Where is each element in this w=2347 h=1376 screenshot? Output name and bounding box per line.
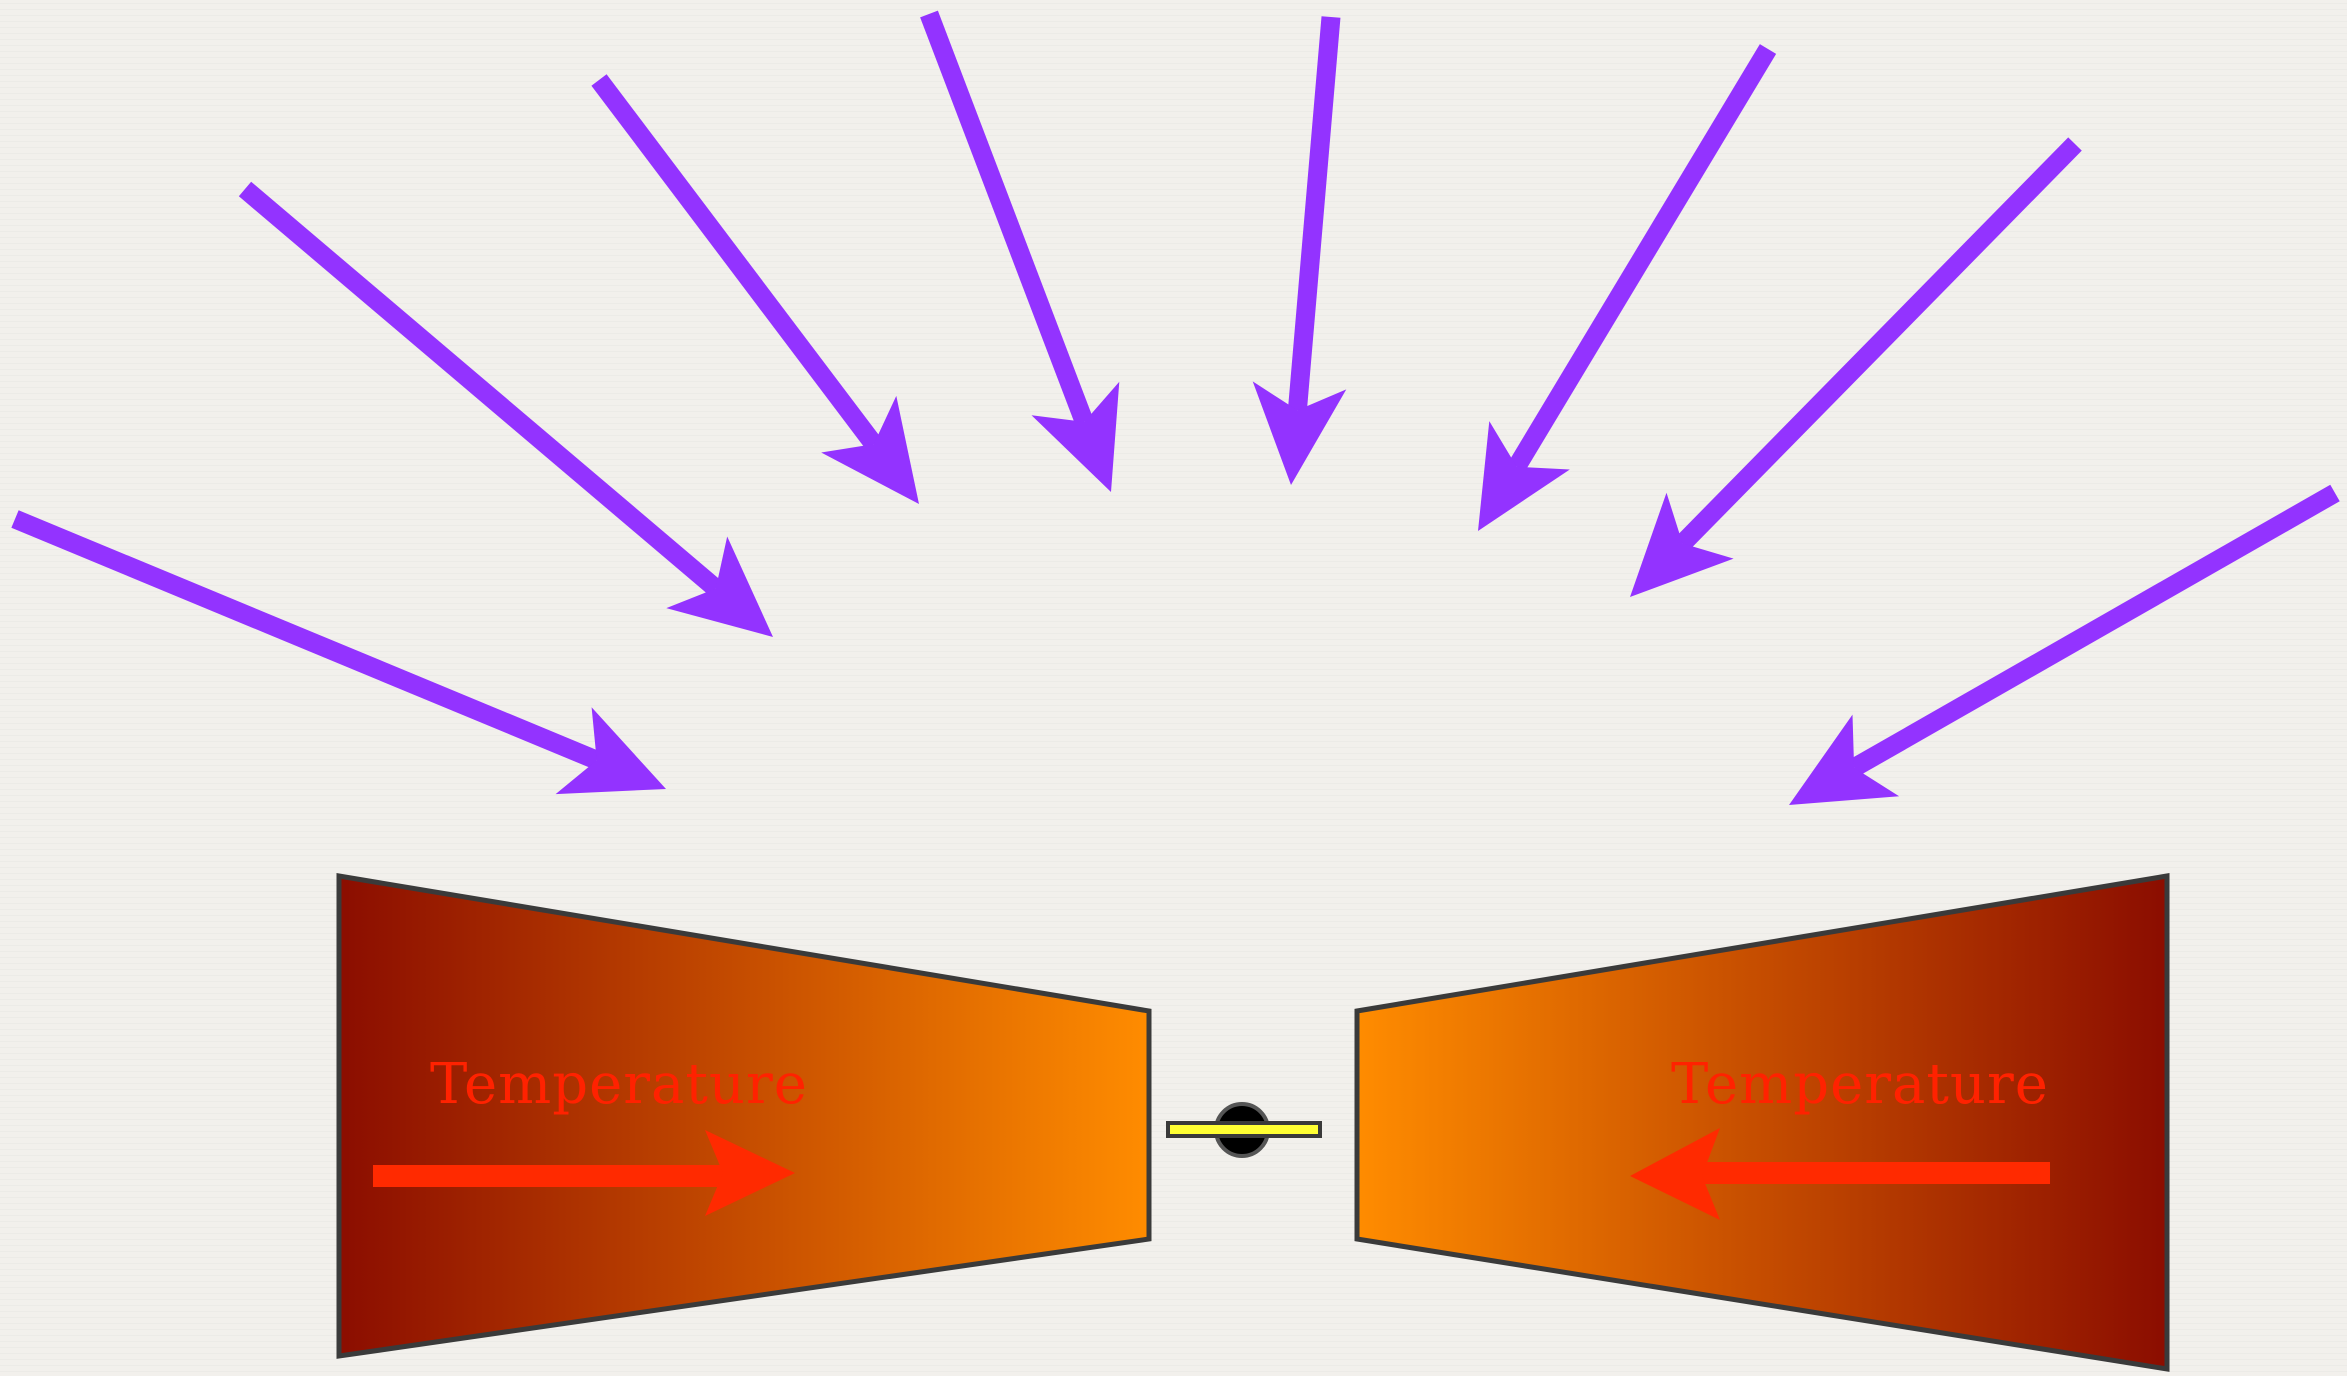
incoming-arrow-head — [1630, 492, 1734, 597]
incoming-arrow-head — [666, 536, 773, 637]
incoming-arrow-head — [821, 395, 919, 504]
incoming-arrow-shaft — [238, 181, 722, 596]
incoming-arrow-head — [1252, 381, 1347, 485]
right-temperature-block — [1354, 873, 2170, 1372]
incoming-arrow-shaft — [1675, 137, 2082, 551]
incoming-arrow-6 — [1478, 44, 1777, 531]
incoming-arrow-shaft — [1849, 484, 2340, 777]
right-temperature-label: Temperature — [1671, 1052, 2049, 1117]
incoming-arrow-8 — [1789, 484, 2340, 805]
incoming-arrow-3 — [591, 74, 919, 504]
junction-bar — [1166, 1121, 1322, 1138]
incoming-arrow-head — [1478, 421, 1570, 531]
incoming-arrow-head — [1789, 714, 1900, 805]
incoming-arrow-head — [1031, 381, 1120, 492]
incoming-arrow-head — [555, 707, 666, 795]
incoming-arrow-7 — [1630, 137, 2082, 597]
incoming-arrow-4 — [920, 10, 1120, 492]
left-temperature-label: Temperature — [430, 1052, 808, 1117]
incoming-arrow-shaft — [1287, 16, 1341, 412]
junction-molecule — [1166, 1102, 1322, 1158]
incoming-arrows-group — [11, 10, 2340, 805]
incoming-arrow-shaft — [1508, 44, 1777, 472]
right-temperature-arrow — [1630, 1128, 2050, 1220]
incoming-arrow-shaft — [11, 510, 601, 770]
incoming-arrow-shaft — [591, 74, 882, 450]
incoming-arrow-shaft — [920, 10, 1094, 426]
incoming-arrow-2 — [238, 181, 773, 637]
incoming-arrow-1 — [11, 510, 666, 795]
incoming-arrow-5 — [1252, 16, 1347, 485]
left-temperature-arrow — [373, 1130, 795, 1216]
left-temperature-block — [336, 873, 1152, 1359]
